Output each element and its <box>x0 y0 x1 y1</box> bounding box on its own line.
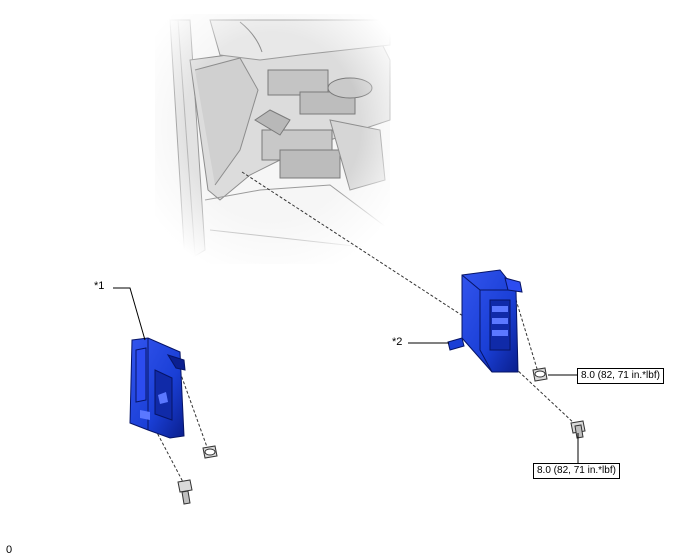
leader-lines <box>113 287 579 463</box>
part-2-module <box>447 269 523 373</box>
nut-2 <box>532 367 548 382</box>
bolt-2 <box>570 420 586 439</box>
bolt-1 <box>177 479 193 505</box>
nut-line-1 <box>179 371 208 448</box>
callout-part-1: *1 <box>94 280 105 292</box>
connection-lines <box>152 171 577 483</box>
locator-line <box>241 171 464 317</box>
leader-part-1 <box>113 287 146 341</box>
bolt-line-1 <box>152 424 184 483</box>
vehicle-interior-view <box>150 10 395 268</box>
callout-part-2: *2 <box>392 336 403 348</box>
footer-mark: 0 <box>6 544 13 556</box>
nut-1 <box>202 445 218 459</box>
bolt-line-2 <box>514 367 577 426</box>
torque-spec-lower: 8.0 (82, 71 in.*lbf) <box>533 463 620 479</box>
torque-spec-upper: 8.0 (82, 71 in.*lbf) <box>577 368 664 384</box>
nut-line-2 <box>512 289 539 373</box>
part-1-module <box>129 337 186 439</box>
